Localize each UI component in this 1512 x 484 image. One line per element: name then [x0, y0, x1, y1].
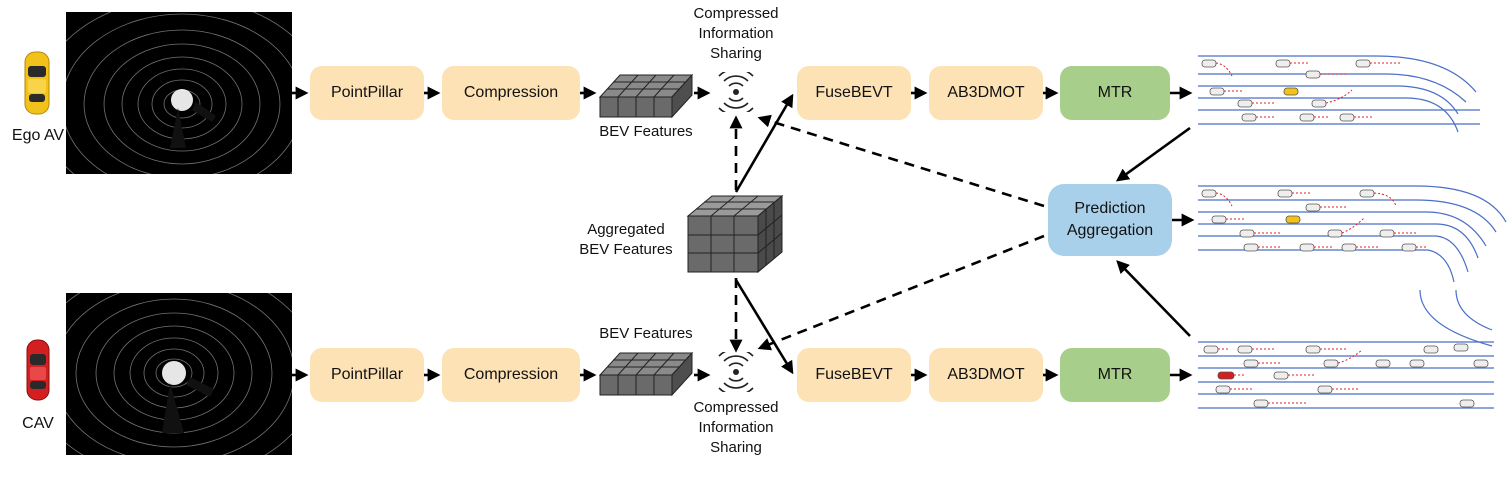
bottom-pointpillar-box: PointPillar	[310, 348, 424, 402]
top-fusebevt-box: FuseBEVT	[797, 66, 911, 120]
cav-car-icon	[24, 338, 52, 402]
cav-label: CAV	[22, 415, 54, 432]
aggregation-line2: Aggregation	[1066, 222, 1154, 239]
bottom-sharing-line2: Information	[698, 419, 774, 436]
bottom-mtr-box: MTR	[1060, 348, 1170, 402]
aggregated-bev-cube-icon	[686, 194, 784, 274]
aggregated-line1: Aggregated	[587, 221, 665, 238]
top-compression-box: Compression	[442, 66, 580, 120]
ego-car-icon	[22, 50, 52, 116]
prediction-aggregation-box: Prediction Aggregation	[1048, 184, 1172, 256]
aggregation-line1: Prediction	[1074, 200, 1146, 217]
top-sharing-line2: Information	[698, 25, 774, 42]
bottom-sharing-line3: Sharing	[710, 439, 762, 456]
bottom-fusebevt-box: FuseBEVT	[797, 348, 911, 402]
dashed-aggregation-bottom-wifi	[757, 234, 1045, 351]
bottom-bev-features-label: BEV Features	[599, 325, 693, 342]
bottom-sharing-label: Compressed Information Sharing	[676, 398, 796, 458]
ego-lidar-image	[66, 12, 292, 174]
top-sharing-label: Compressed Information Sharing	[676, 4, 796, 64]
bottom-compression-box: Compression	[442, 348, 580, 402]
aggregated-line2: BEV Features	[579, 241, 673, 258]
top-pointpillar-box: PointPillar	[310, 66, 424, 120]
top-wireless-signal-icon	[714, 72, 758, 112]
ego-av-label: Ego AV	[11, 127, 65, 144]
dashed-aggregation-top-wifi	[757, 114, 1045, 208]
top-prediction-scene	[1196, 52, 1482, 152]
top-bev-feature-grid-icon	[598, 69, 694, 121]
cav-lidar-image	[66, 293, 292, 455]
top-ab3dmot-box: AB3DMOT	[929, 66, 1043, 120]
arrow-bottomscene-aggregation	[1116, 260, 1191, 337]
aggregated-bev-label: Aggregated BEV Features	[566, 220, 686, 260]
bottom-ab3dmot-box: AB3DMOT	[929, 348, 1043, 402]
bottom-bev-feature-grid-icon	[598, 347, 694, 399]
middle-prediction-scene	[1196, 182, 1508, 286]
arrow-topscene-aggregation	[1115, 126, 1191, 182]
top-sharing-line1: Compressed	[693, 5, 779, 22]
top-sharing-line3: Sharing	[710, 45, 762, 62]
top-bev-features-label: BEV Features	[599, 123, 693, 140]
bottom-sharing-line1: Compressed	[693, 399, 779, 416]
top-mtr-box: MTR	[1060, 66, 1170, 120]
bottom-wireless-signal-icon	[714, 352, 758, 392]
bottom-prediction-scene	[1196, 286, 1496, 414]
